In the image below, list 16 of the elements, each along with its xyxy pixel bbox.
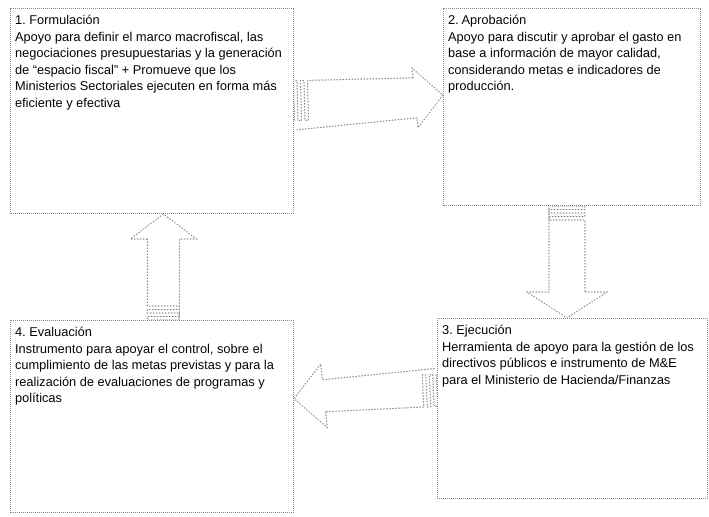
stage-box (443, 8, 701, 206)
stage-box (10, 320, 294, 513)
stage-description: Apoyo para definir el marco macrofiscal, las negociaciones presupuestarias y la generación de “espacio fiscal” + Promueve que los Ministerios Sectoriales ejecuten en forma más eficiente y efectiva (15, 28, 283, 111)
stage-heading: 3. Ejecución (442, 322, 513, 338)
stage-description: Herramienta de apoyo para la gestión de los directivos públicos e instrumento de M&E para el Ministerio de Hacienda/Finanzas (442, 338, 695, 388)
stage-description: Apoyo para discutir y aprobar el gasto en base a información de mayor calidad, considerando metas e indicadores de producción. (448, 28, 682, 94)
block-arrow (294, 363, 438, 428)
stage-heading: 4. Evaluación (15, 324, 93, 340)
stage-box (10, 8, 294, 214)
stage-heading: 1. Formulación (15, 12, 101, 28)
block-arrow (526, 206, 608, 318)
block-arrow (130, 214, 197, 320)
stage-box (437, 318, 708, 499)
block-arrow (292, 68, 444, 130)
stage-description: Instrumento para apoyar el control, sobre el cumplimiento de las metas previstas y para la realización de evaluaciones de programas y políticas (15, 340, 275, 406)
stage-heading: 2. Aprobación (448, 12, 528, 28)
